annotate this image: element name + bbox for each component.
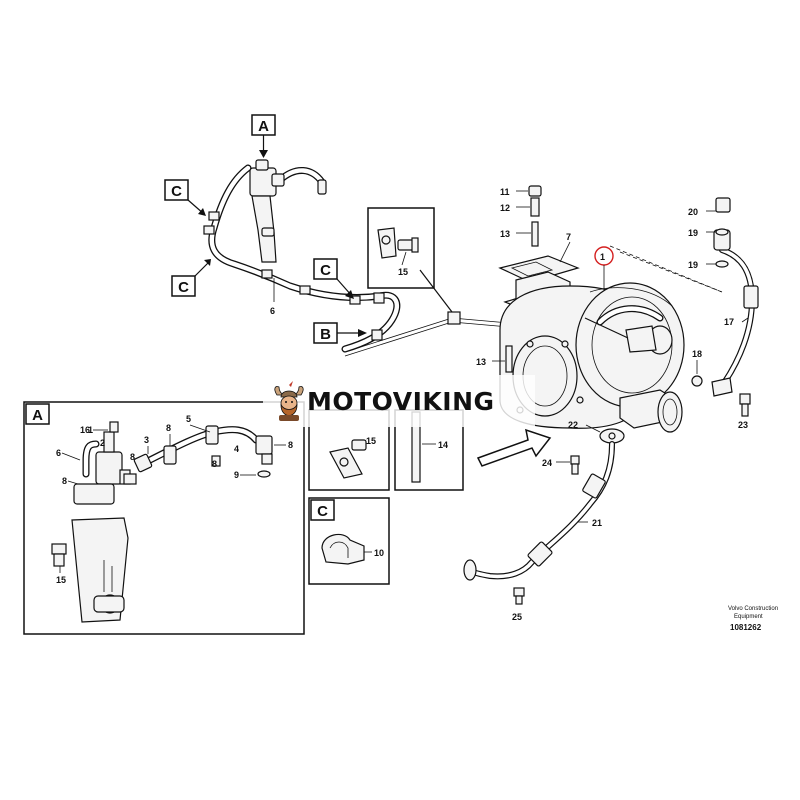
- svg-text:6: 6: [270, 306, 275, 316]
- svg-text:B: B: [320, 326, 331, 343]
- svg-text:17: 17: [724, 317, 734, 327]
- svg-text:22: 22: [568, 420, 578, 430]
- svg-text:1: 1: [88, 425, 93, 435]
- svg-text:25: 25: [512, 612, 522, 622]
- svg-text:C: C: [171, 183, 182, 200]
- svg-text:1081262: 1081262: [730, 623, 762, 632]
- svg-text:15: 15: [366, 436, 376, 446]
- svg-text:C: C: [320, 262, 331, 279]
- callout-c-left-upper: C: [164, 179, 206, 216]
- svg-text:A: A: [32, 407, 43, 424]
- svg-text:15: 15: [398, 267, 408, 277]
- svg-text:23: 23: [738, 420, 748, 430]
- svg-text:14: 14: [438, 440, 448, 450]
- svg-text:10: 10: [374, 548, 384, 558]
- watermark-text: MOTOVIKING: [307, 386, 495, 416]
- svg-text:7: 7: [566, 232, 571, 242]
- hose-assembly-6: [203, 159, 401, 353]
- stud-hardware: 11 12 13 13: [476, 185, 542, 373]
- svg-text:C: C: [178, 279, 189, 296]
- svg-text:24: 24: [542, 458, 552, 468]
- direction-arrow: [476, 428, 552, 467]
- oil-line-17: 20 19 19 17 18 23: [609, 197, 759, 430]
- svg-text:Volvo Construction: Volvo Construction: [728, 606, 778, 612]
- svg-text:8: 8: [130, 452, 135, 462]
- svg-text:9: 9: [234, 470, 239, 480]
- detail-box-c-clip-10: C 10: [308, 497, 390, 585]
- svg-text:5: 5: [186, 414, 191, 424]
- svg-text:C: C: [317, 503, 328, 520]
- svg-text:1: 1: [600, 252, 605, 262]
- svg-text:Equipment: Equipment: [734, 614, 763, 620]
- svg-text:19: 19: [688, 260, 698, 270]
- svg-text:4: 4: [234, 444, 239, 454]
- callout-c-left-lower: C: [171, 259, 211, 297]
- turbocharger: 7 1 22: [498, 232, 685, 444]
- callout-c-mid: C: [313, 258, 354, 299]
- svg-text:8: 8: [212, 459, 217, 469]
- svg-text:3: 3: [144, 435, 149, 445]
- svg-text:8: 8: [166, 423, 171, 433]
- svg-text:A: A: [258, 118, 269, 135]
- callout-a-top: A: [251, 114, 276, 158]
- svg-text:2: 2: [100, 438, 105, 448]
- svg-text:21: 21: [592, 518, 602, 528]
- watermark-banner: MOTOVIKING: [263, 375, 535, 427]
- svg-text:19: 19: [688, 228, 698, 238]
- oil-return-line-21: 21 24 25: [463, 441, 615, 622]
- svg-text:15: 15: [56, 575, 66, 585]
- detail-box-a: A 16 2 1 6 8 8: [23, 401, 305, 635]
- svg-text:16: 16: [80, 425, 90, 435]
- svg-text:8: 8: [288, 440, 293, 450]
- callout-b-left: B: [313, 322, 367, 344]
- svg-text:20: 20: [688, 207, 698, 217]
- drawing-footer: Volvo Construction Equipment 1081262: [728, 606, 778, 632]
- svg-text:18: 18: [692, 349, 702, 359]
- svg-text:13: 13: [500, 229, 510, 239]
- svg-text:11: 11: [500, 187, 510, 197]
- svg-text:6: 6: [56, 448, 61, 458]
- svg-text:13: 13: [476, 357, 486, 367]
- viking-logo-icon: [274, 381, 304, 421]
- detail-box-bolt-15: 15: [367, 207, 453, 313]
- svg-text:12: 12: [500, 203, 510, 213]
- svg-text:8: 8: [62, 476, 67, 486]
